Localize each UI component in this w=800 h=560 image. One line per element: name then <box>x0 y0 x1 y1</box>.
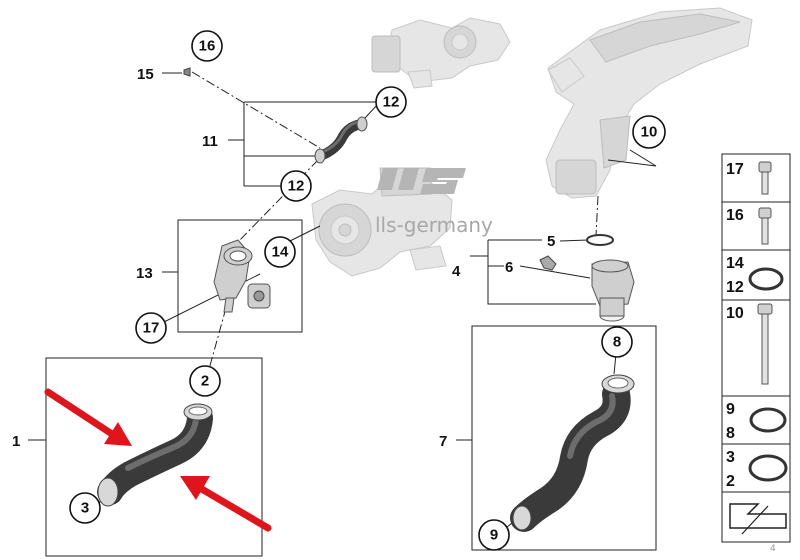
throttle-connector-4 <box>591 259 635 322</box>
side-panel: 17 16 14 12 10 9 8 <box>721 153 791 543</box>
screw-part-15 <box>183 67 191 77</box>
turbocharger-upper-illustration <box>371 17 511 89</box>
callout-16: 16 <box>191 30 223 62</box>
label-15: 15 <box>137 66 154 83</box>
turbocharger-lower-illustration <box>311 167 453 277</box>
intake-manifold-illustration <box>545 7 753 199</box>
callout-12-lower: 12 <box>280 170 312 202</box>
label-7: 7 <box>439 433 447 450</box>
callout-10: 10 <box>632 115 666 149</box>
callout-3-number: 3 <box>81 500 89 517</box>
side-panel-row-16-number: 16 <box>726 207 744 224</box>
side-panel-row-12-number: 12 <box>726 279 744 296</box>
side-panel-row-3-number: 3 <box>726 449 735 466</box>
side-panel-row-10-number: 10 <box>726 305 744 322</box>
side-panel-row-2-number: 2 <box>726 473 735 490</box>
label-1: 1 <box>12 433 20 450</box>
label-5: 5 <box>547 233 555 250</box>
label-4: 4 <box>452 263 461 280</box>
side-panel-row-9-number: 9 <box>726 401 735 418</box>
callout-9-number: 9 <box>490 527 498 544</box>
side-panel-row-3-2: 3 2 <box>721 443 791 493</box>
callout-2: 2 <box>189 365 221 397</box>
label-6: 6 <box>505 259 513 276</box>
callout-14: 14 <box>264 236 296 268</box>
air-pipe-11 <box>314 116 368 164</box>
side-panel-footer-arrow <box>721 491 791 543</box>
side-panel-row-14-12: 14 12 <box>721 249 791 301</box>
callout-16-number: 16 <box>199 38 216 55</box>
charge-air-hose-7 <box>510 374 635 532</box>
diagram-code: 4 <box>770 544 776 554</box>
callout-10-number: 10 <box>641 124 658 141</box>
label-11: 11 <box>202 133 218 150</box>
callout-14-number: 14 <box>272 244 289 261</box>
red-arrow-upper <box>44 388 132 446</box>
side-panel-row-9-8: 9 8 <box>721 395 791 445</box>
callout-9: 9 <box>478 519 510 551</box>
side-panel-row-17: 17 <box>721 153 791 203</box>
callout-8-number: 8 <box>613 334 621 351</box>
side-panel-row-10: 10 <box>721 299 791 397</box>
side-panel-row-8-number: 8 <box>726 425 735 442</box>
side-panel-row-17-number: 17 <box>726 161 744 178</box>
callout-12-upper: 12 <box>375 86 407 118</box>
callout-17: 17 <box>135 312 167 344</box>
callout-12-lower-number: 12 <box>288 178 305 195</box>
callout-17-number: 17 <box>143 320 160 337</box>
side-panel-row-16: 16 <box>721 201 791 251</box>
watermark-logo <box>377 168 466 194</box>
charge-air-hose-1 <box>97 403 213 507</box>
red-arrow-lower <box>180 476 272 532</box>
o-ring-5 <box>586 234 614 246</box>
callout-3: 3 <box>69 492 101 524</box>
pipe-assembly-13 <box>213 239 271 313</box>
side-panel-row-14-number: 14 <box>726 255 744 272</box>
watermark-text: lls-germany <box>375 213 493 237</box>
callout-2-number: 2 <box>201 373 209 390</box>
label-13: 13 <box>136 265 153 282</box>
callout-8: 8 <box>601 326 633 358</box>
callout-12-upper-number: 12 <box>383 94 400 111</box>
clip-6 <box>539 255 557 271</box>
